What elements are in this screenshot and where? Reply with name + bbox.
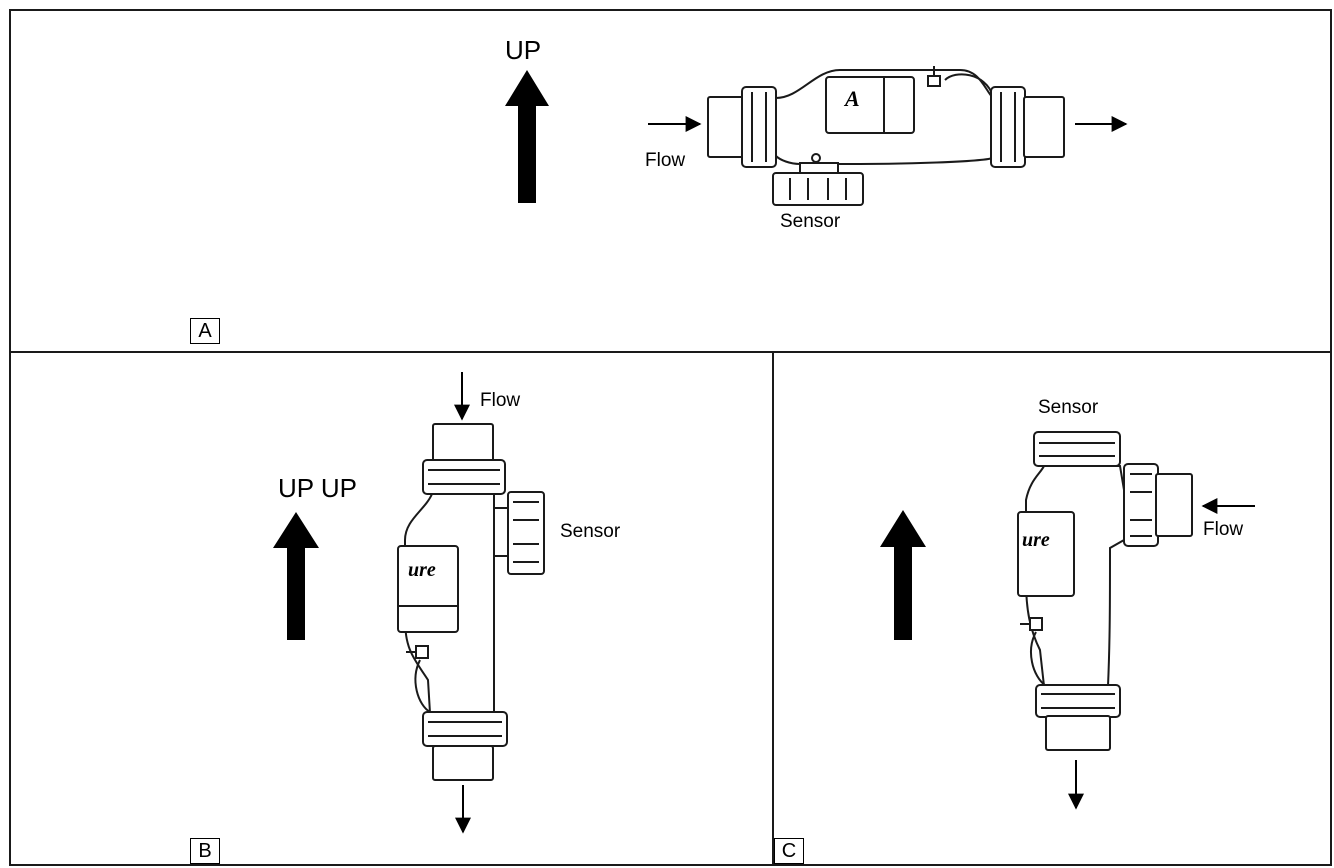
panel-b-brand-text: ure xyxy=(408,559,436,581)
diagram-frame xyxy=(9,9,1332,866)
panel-divider-horizontal xyxy=(9,351,1332,353)
panel-c-label: C xyxy=(774,838,804,864)
panel-c-sensor-label: Sensor xyxy=(1038,397,1099,418)
panel-divider-vertical xyxy=(772,352,774,866)
panel-a-sensor-label: Sensor xyxy=(780,211,841,232)
panel-b-up-label: UP UP xyxy=(278,473,357,503)
panel-c-up-arrow-icon xyxy=(880,510,926,640)
panel-c-brand-text: ure xyxy=(1022,529,1050,551)
panel-b-sensor-label: Sensor xyxy=(560,521,621,542)
panel-a-flow-label: Flow xyxy=(645,150,686,171)
panel-a-up-label: UP xyxy=(505,35,542,65)
panel-c-cell-icon xyxy=(1017,431,1193,751)
panel-b-cell-icon xyxy=(397,423,545,781)
panel-a-up-arrow-icon xyxy=(505,70,549,203)
panel-b-flow-label: Flow xyxy=(480,390,521,411)
panel-a-label: A xyxy=(190,318,220,344)
panel-a-brand-text: A xyxy=(843,86,860,111)
panel-b-up-arrow-icon xyxy=(273,512,319,640)
panel-b-label: B xyxy=(190,838,220,864)
panel-c-flow-label: Flow xyxy=(1203,519,1244,540)
panel-a-cell-icon xyxy=(707,66,1065,206)
